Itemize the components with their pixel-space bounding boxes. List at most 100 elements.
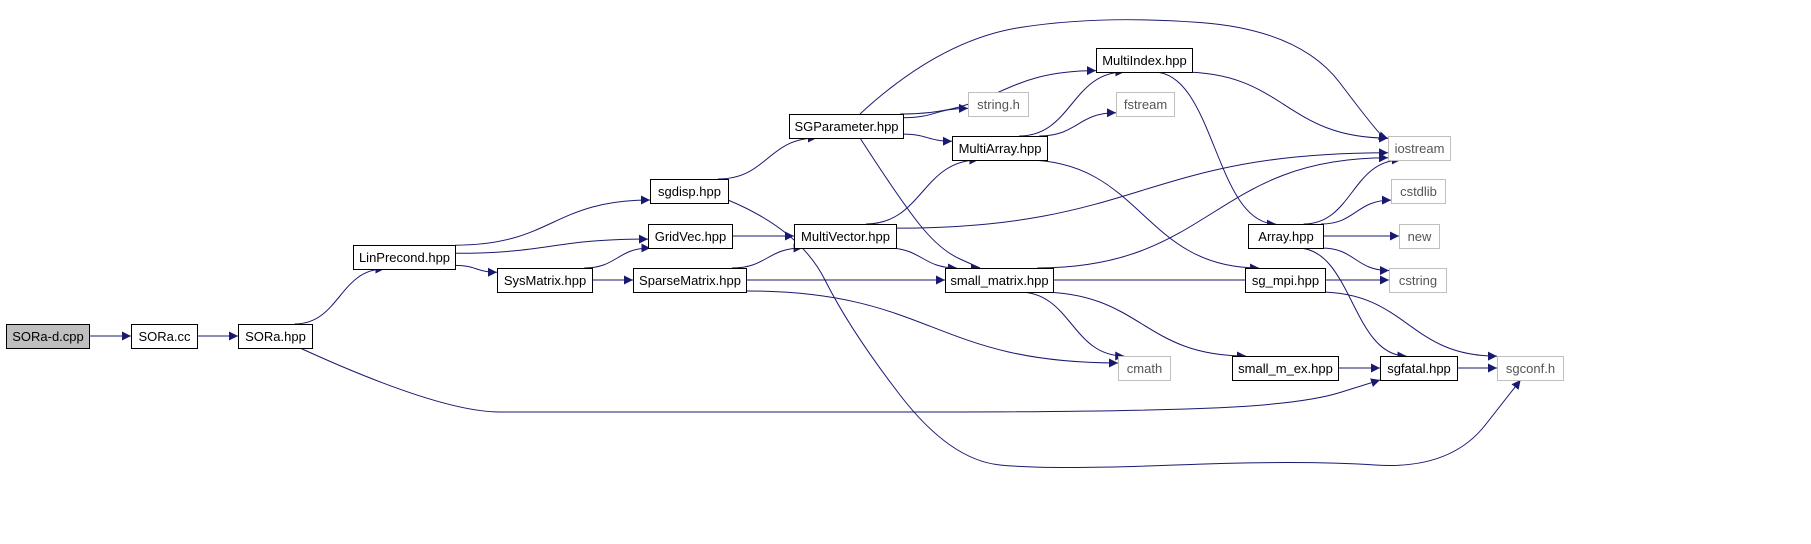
node-label: SysMatrix.hpp bbox=[504, 273, 586, 288]
node-box bbox=[238, 324, 313, 349]
node-label: small_m_ex.hpp bbox=[1238, 361, 1333, 376]
edge-multiindex-to-array bbox=[1153, 71, 1276, 229]
node-label: small_matrix.hpp bbox=[950, 273, 1048, 288]
node-label: SORa.cc bbox=[138, 329, 191, 344]
edge-sysmatrix-to-gridvec bbox=[584, 243, 651, 269]
node-label: sg_mpi.hpp bbox=[1252, 273, 1319, 288]
node-cstdlib: cstdlib bbox=[1391, 179, 1446, 204]
edge-sora_hpp-to-sgfatal bbox=[299, 347, 1381, 413]
node-box bbox=[648, 224, 733, 249]
edge-linprecond-to-sgdisp bbox=[454, 195, 651, 246]
edge-multiarray-to-sg_mpi bbox=[1025, 159, 1260, 273]
edge-sparsematrix-to-cmath bbox=[745, 290, 1119, 368]
edge-sgparameter-to-multiarray bbox=[902, 133, 953, 146]
edge-sgparameter-to-string_h bbox=[902, 103, 969, 119]
node-box bbox=[6, 324, 90, 349]
node-cstring: cstring bbox=[1389, 268, 1447, 293]
edge-multiindex-to-iostream bbox=[1181, 71, 1389, 143]
node-box bbox=[1116, 92, 1175, 117]
edges-layer bbox=[89, 19, 1521, 468]
node-label: sgfatal.hpp bbox=[1387, 361, 1451, 376]
node-box bbox=[1096, 48, 1193, 73]
node-label: cmath bbox=[1127, 361, 1162, 376]
node-label: fstream bbox=[1124, 97, 1167, 112]
node-label: GridVec.hpp bbox=[655, 229, 727, 244]
edge-multivector-to-multiarray bbox=[866, 155, 979, 225]
node-array[interactable]: Array.hpp bbox=[1248, 224, 1324, 249]
node-small-matrix[interactable]: small_matrix.hpp bbox=[945, 268, 1054, 293]
node-sora-d-cpp[interactable]: SORa-d.cpp bbox=[6, 324, 90, 349]
node-box bbox=[968, 92, 1029, 117]
edge-array-to-cstring bbox=[1321, 247, 1390, 275]
node-label: SparseMatrix.hpp bbox=[639, 273, 741, 288]
node-new: new bbox=[1399, 224, 1440, 249]
node-box bbox=[1248, 224, 1324, 249]
node-box bbox=[794, 224, 897, 249]
edge-sgdisp-to-sgparameter bbox=[717, 133, 818, 180]
edge-multivector-to-iostream bbox=[895, 148, 1389, 229]
edge-small_matrix-to-cmath bbox=[1018, 291, 1125, 361]
node-box bbox=[1391, 179, 1446, 204]
edge-multiarray-to-multiindex bbox=[1019, 67, 1125, 137]
node-gridvec[interactable]: GridVec.hpp bbox=[648, 224, 733, 249]
node-multiindex[interactable]: MultiIndex.hpp bbox=[1096, 48, 1193, 73]
node-label: iostream bbox=[1395, 141, 1445, 156]
node-label: cstdlib bbox=[1400, 184, 1437, 199]
node-box bbox=[1245, 268, 1326, 293]
edge-small_matrix-to-small_m_ex bbox=[1037, 291, 1247, 361]
node-box bbox=[1232, 356, 1339, 381]
node-sgparameter[interactable]: SGParameter.hpp bbox=[789, 114, 904, 139]
edge-array-to-cstdlib bbox=[1320, 195, 1392, 225]
node-label: MultiIndex.hpp bbox=[1102, 53, 1187, 68]
node-label: sgdisp.hpp bbox=[658, 184, 721, 199]
node-box bbox=[497, 268, 593, 293]
node-sora-hpp[interactable]: SORa.hpp bbox=[238, 324, 313, 349]
node-box bbox=[353, 245, 456, 270]
edge-linprecond-to-sysmatrix bbox=[454, 264, 498, 277]
node-sgfatal[interactable]: sgfatal.hpp bbox=[1380, 356, 1458, 381]
edge-sgparameter-to-iostream bbox=[859, 19, 1389, 141]
node-small-m-ex[interactable]: small_m_ex.hpp bbox=[1232, 356, 1339, 381]
node-label: MultiArray.hpp bbox=[959, 141, 1042, 156]
nodes-layer: SORa-d.cpp SORa.cc SORa.hpp LinPrecond.hpp s… bbox=[6, 48, 1564, 381]
node-label: SORa.hpp bbox=[245, 329, 306, 344]
node-cmath: cmath bbox=[1118, 356, 1171, 381]
node-fstream: fstream bbox=[1116, 92, 1175, 117]
node-box bbox=[1399, 224, 1440, 249]
node-label: SGParameter.hpp bbox=[794, 119, 898, 134]
edge-sparsematrix-to-multivector bbox=[731, 243, 803, 269]
edge-small_matrix-to-iostream bbox=[1037, 153, 1389, 269]
node-sysmatrix[interactable]: SysMatrix.hpp bbox=[497, 268, 593, 293]
node-iostream: iostream bbox=[1388, 136, 1451, 161]
node-label: cstring bbox=[1399, 273, 1437, 288]
node-linprecond[interactable]: LinPrecond.hpp bbox=[353, 245, 456, 270]
node-label: Array.hpp bbox=[1258, 229, 1313, 244]
edge-array-to-iostream bbox=[1303, 155, 1401, 225]
node-label: sgconf.h bbox=[1506, 361, 1555, 376]
node-box bbox=[1380, 356, 1458, 381]
node-sparsematrix[interactable]: SparseMatrix.hpp bbox=[633, 268, 747, 293]
edge-array-to-sgfatal bbox=[1297, 247, 1407, 361]
node-box bbox=[1389, 268, 1447, 293]
node-box bbox=[131, 324, 198, 349]
node-box bbox=[650, 179, 729, 204]
edge-sora_hpp-to-linprecond bbox=[294, 264, 385, 325]
edge-multiarray-to-fstream bbox=[1039, 108, 1117, 137]
node-sgconf: sgconf.h bbox=[1497, 356, 1564, 381]
node-sgdisp[interactable]: sgdisp.hpp bbox=[650, 179, 729, 204]
node-multiarray[interactable]: MultiArray.hpp bbox=[952, 136, 1048, 161]
edge-sg_mpi-to-sgconf bbox=[1318, 291, 1498, 361]
node-box bbox=[1118, 356, 1171, 381]
node-multivector[interactable]: MultiVector.hpp bbox=[794, 224, 897, 249]
node-label: string.h bbox=[977, 97, 1020, 112]
edge-sgparameter-to-small_matrix bbox=[859, 137, 981, 269]
node-label: LinPrecond.hpp bbox=[359, 250, 450, 265]
node-box bbox=[1388, 136, 1451, 161]
node-box bbox=[633, 268, 747, 293]
node-sg-mpi[interactable]: sg_mpi.hpp bbox=[1245, 268, 1326, 293]
node-sora-cc[interactable]: SORa.cc bbox=[131, 324, 198, 349]
node-label: new bbox=[1408, 229, 1432, 244]
node-box bbox=[945, 268, 1054, 293]
edge-linprecond-to-gridvec bbox=[454, 234, 649, 254]
